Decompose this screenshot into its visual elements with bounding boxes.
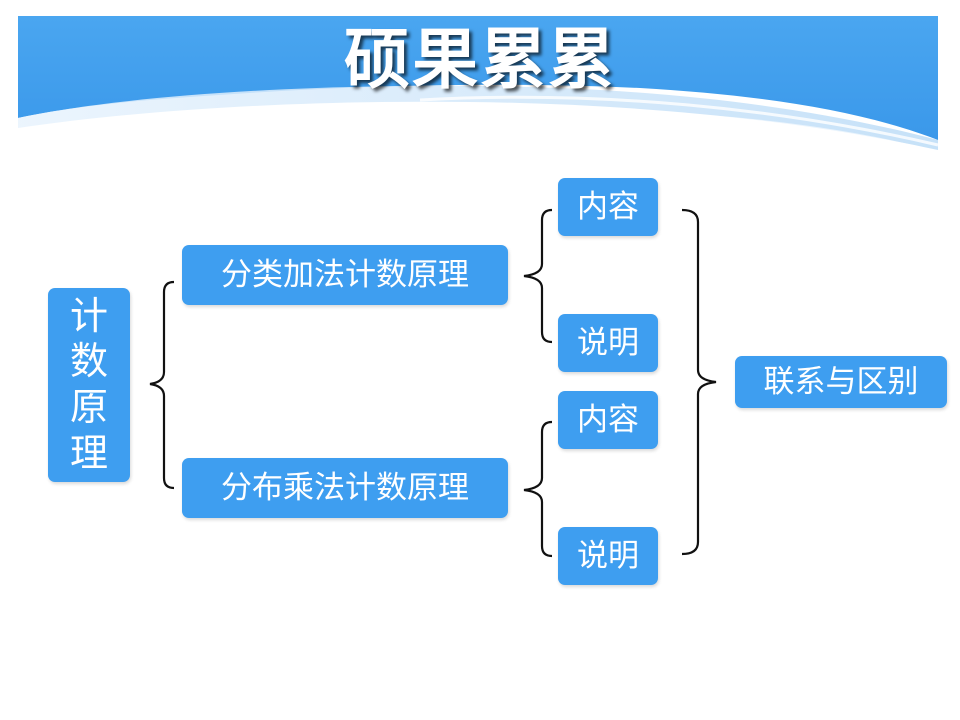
mul-bracket [523,420,553,558]
relation-difference-node: 联系与区别 [735,356,947,408]
add-bracket [523,208,553,344]
addition-explanation-node: 说明 [558,314,658,372]
summary-bracket [681,208,717,556]
addition-content-node: 内容 [558,178,658,236]
slide-title: 硕果累累 [344,20,616,98]
multiplication-explanation-node: 说明 [558,527,658,585]
addition-principle-node: 分类加法计数原理 [182,245,508,305]
multiplication-content-node: 内容 [558,391,658,449]
header-banner [18,16,939,153]
multiplication-principle-node: 分布乘法计数原理 [182,458,508,518]
root-bracket [149,280,175,490]
root-node-label: 计数原理 [70,293,109,475]
root-node-counting-principle: 计数原理 [48,288,130,482]
